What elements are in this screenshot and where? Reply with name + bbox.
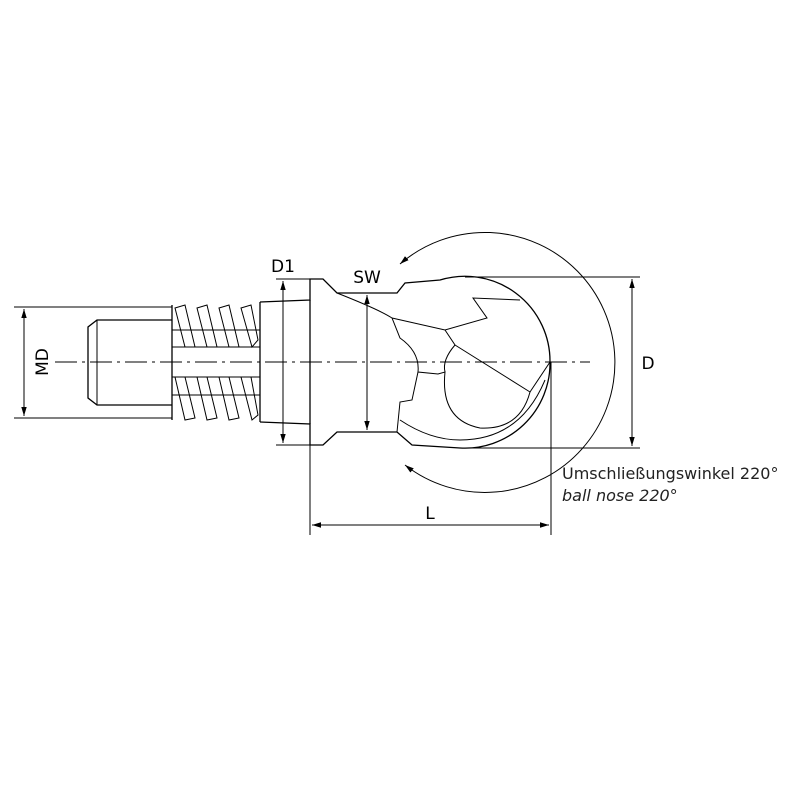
ball-nose-angle-arc	[399, 231, 616, 493]
md-dimension: MD	[14, 306, 172, 419]
d-dimension: D	[465, 276, 655, 449]
sw-dimension: SW	[353, 268, 381, 430]
sw-label: SW	[353, 268, 381, 288]
l-dimension: L	[309, 362, 552, 535]
shank	[87, 319, 172, 406]
angle-note-de: Umschließungswinkel 220°	[562, 464, 778, 483]
d-label: D	[641, 354, 654, 374]
d1-dimension: D1	[271, 257, 310, 446]
d1-label: D1	[271, 257, 295, 277]
thread	[171, 302, 261, 422]
l-label: L	[425, 504, 435, 524]
md-label: MD	[33, 348, 53, 376]
angle-note-en: ball nose 220°	[562, 486, 678, 505]
